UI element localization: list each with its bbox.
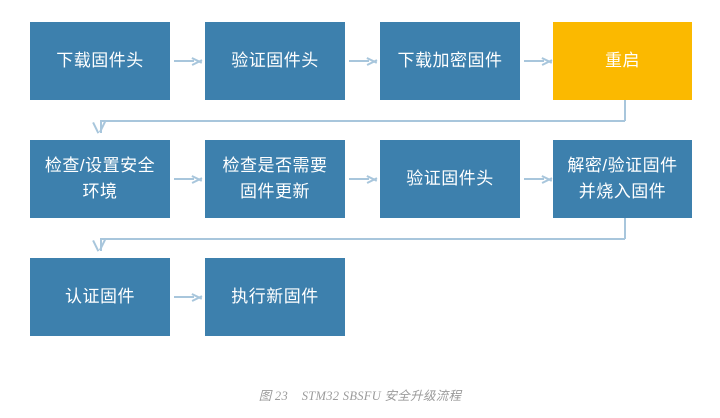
flow-node-check-set-secure-environment[interactable]: 检查/设置安全 环境 (30, 140, 170, 218)
flow-node-execute-new-firmware[interactable]: 执行新固件 (205, 258, 345, 336)
arrow-r1-n3-to-n4 (524, 55, 552, 67)
flow-node-download-firmware-header[interactable]: 下载固件头 (30, 22, 170, 100)
arrow-r2-n1-to-n2 (174, 173, 202, 185)
connector-row1-to-row2 (98, 100, 628, 140)
flow-node-decrypt-verify-and-flash-firmware[interactable]: 解密/验证固件 并烧入固件 (553, 140, 692, 218)
connector-row2-to-row3 (98, 218, 628, 258)
flow-node-reboot[interactable]: 重启 (553, 22, 692, 100)
flow-node-verify-firmware-header-1[interactable]: 验证固件头 (205, 22, 345, 100)
flow-node-download-encrypted-firmware[interactable]: 下载加密固件 (380, 22, 520, 100)
arrow-r2-n3-to-n4 (524, 173, 552, 185)
flow-node-authenticate-firmware[interactable]: 认证固件 (30, 258, 170, 336)
arrow-r1-n1-to-n2 (174, 55, 202, 67)
figure-caption: 图 23 STM32 SBSFU 安全升级流程 (258, 389, 462, 403)
arrow-r2-n2-to-n3 (349, 173, 377, 185)
arrow-r3-n1-to-n2 (174, 291, 202, 303)
arrow-r1-n2-to-n3 (349, 55, 377, 67)
flow-node-check-firmware-update-needed[interactable]: 检查是否需要 固件更新 (205, 140, 345, 218)
flow-node-verify-firmware-header-2[interactable]: 验证固件头 (380, 140, 520, 218)
